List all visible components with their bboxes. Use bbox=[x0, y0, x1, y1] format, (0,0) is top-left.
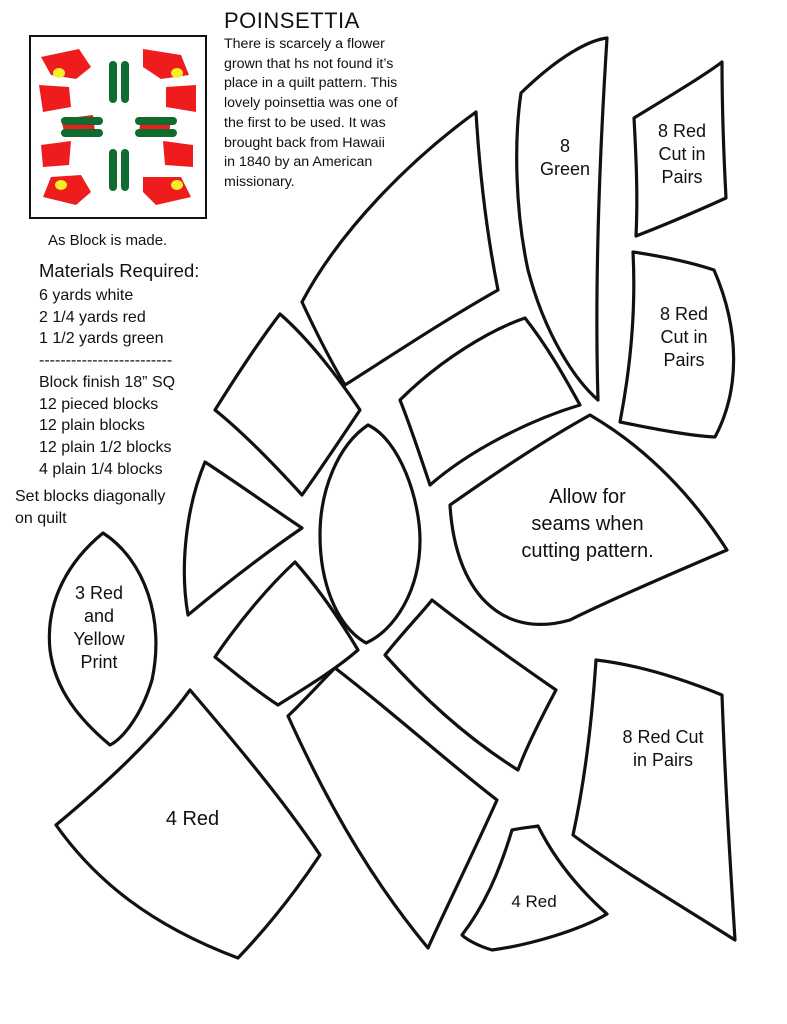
description-line: the first to be used. It was bbox=[224, 114, 386, 131]
piece-upper-petal bbox=[300, 110, 500, 387]
set-note-line: Set blocks diagonally bbox=[15, 488, 166, 505]
label-line: Pairs bbox=[661, 167, 703, 187]
page-title: POINSETTIA bbox=[224, 8, 360, 33]
piece-red-pairs-top bbox=[632, 60, 728, 238]
piece-left-upper bbox=[213, 312, 362, 497]
set-note: Set blocks diagonally on quilt bbox=[15, 486, 165, 529]
label-line: 3 Red bbox=[74, 583, 124, 603]
block-info-item: Block finish 18” SQ bbox=[39, 373, 176, 391]
piece-center-oval bbox=[318, 423, 422, 645]
description-line: in 1840 by an American bbox=[224, 154, 373, 171]
green-leaves bbox=[61, 61, 177, 191]
label-line: cutting pattern. bbox=[521, 540, 654, 562]
label-allow-seams: Allow for seams when cutting pattern. bbox=[490, 484, 685, 565]
piece-allow-seams bbox=[448, 413, 729, 626]
piece-lower-petal bbox=[286, 666, 499, 950]
block-thumbnail bbox=[29, 35, 207, 219]
label-line: 8 bbox=[559, 136, 570, 156]
label-red-yellow-print: 3 Red and Yellow Print bbox=[60, 582, 138, 674]
block-caption: As Block is made. bbox=[48, 232, 168, 249]
set-note-line: on quilt bbox=[15, 509, 67, 527]
piece-red-pairs-mid bbox=[618, 250, 736, 439]
description-line: missionary. bbox=[224, 173, 295, 190]
label-line: Cut in bbox=[658, 144, 706, 164]
description-line: brought back from Hawaii bbox=[224, 134, 385, 151]
label-line: 8 Red Cut bbox=[622, 727, 704, 747]
piece-left-lower bbox=[213, 560, 360, 707]
poinsettia-block-image bbox=[39, 49, 196, 205]
label-red-pairs-mid: 8 Red Cut in Pairs bbox=[645, 303, 723, 372]
label-line: Green bbox=[539, 159, 591, 179]
piece-left-fan bbox=[182, 460, 304, 617]
piece-four-red-large bbox=[54, 688, 322, 960]
yellow-centers bbox=[53, 68, 183, 190]
description-line: grown that hs not found it’s bbox=[224, 55, 394, 72]
piece-red-yellow-print bbox=[47, 531, 158, 747]
description-line: place in a quilt pattern. This bbox=[224, 75, 398, 92]
label-line: in Pairs bbox=[632, 750, 694, 770]
label-four-red-large: 4 Red bbox=[165, 808, 220, 830]
label-line: 8 Red bbox=[659, 304, 709, 324]
description-line: lovely poinsettia was one of bbox=[224, 95, 398, 112]
label-line: 8 Red bbox=[657, 121, 707, 141]
label-line: Pairs bbox=[663, 350, 705, 370]
label-line: Yellow bbox=[73, 629, 125, 649]
label-line: seams when bbox=[531, 513, 644, 535]
block-info-item: 12 plain blocks bbox=[39, 417, 145, 435]
materials-list: 6 yards white 2 1/4 yards red 1 1/2 yard… bbox=[39, 285, 175, 480]
block-info-item: 12 plain 1/2 blocks bbox=[39, 438, 172, 456]
materials-heading: Materials Required: bbox=[39, 260, 200, 281]
materials-item: 1 1/2 yards green bbox=[39, 330, 164, 348]
block-info-item: 12 pieced blocks bbox=[39, 395, 159, 413]
materials-divider: ------------------------- bbox=[39, 352, 173, 370]
block-info-item: 4 plain 1/4 blocks bbox=[39, 460, 163, 478]
label-line: and bbox=[83, 606, 115, 626]
label-red-pairs-bottom: 8 Red Cut in Pairs bbox=[608, 726, 718, 772]
piece-green-leaf bbox=[515, 36, 609, 402]
label-red-pairs-top: 8 Red Cut in Pairs bbox=[643, 120, 721, 189]
piece-upper-right-small bbox=[398, 316, 582, 487]
description: There is scarcely a flower grown that hs… bbox=[224, 35, 398, 193]
materials-item: 6 yards white bbox=[39, 287, 134, 304]
label-four-red-small: 4 Red bbox=[511, 892, 557, 911]
materials-item: 2 1/4 yards red bbox=[39, 308, 146, 326]
label-line: Print bbox=[80, 652, 118, 672]
description-line: There is scarcely a flower bbox=[224, 36, 385, 52]
piece-four-red-small bbox=[460, 824, 609, 952]
label-line: Cut in bbox=[660, 327, 708, 347]
label-line: Allow for bbox=[549, 486, 626, 508]
label-green: 8 Green bbox=[527, 135, 603, 181]
piece-red-pairs-bottom bbox=[571, 658, 737, 942]
piece-lower-right-small bbox=[383, 598, 558, 772]
